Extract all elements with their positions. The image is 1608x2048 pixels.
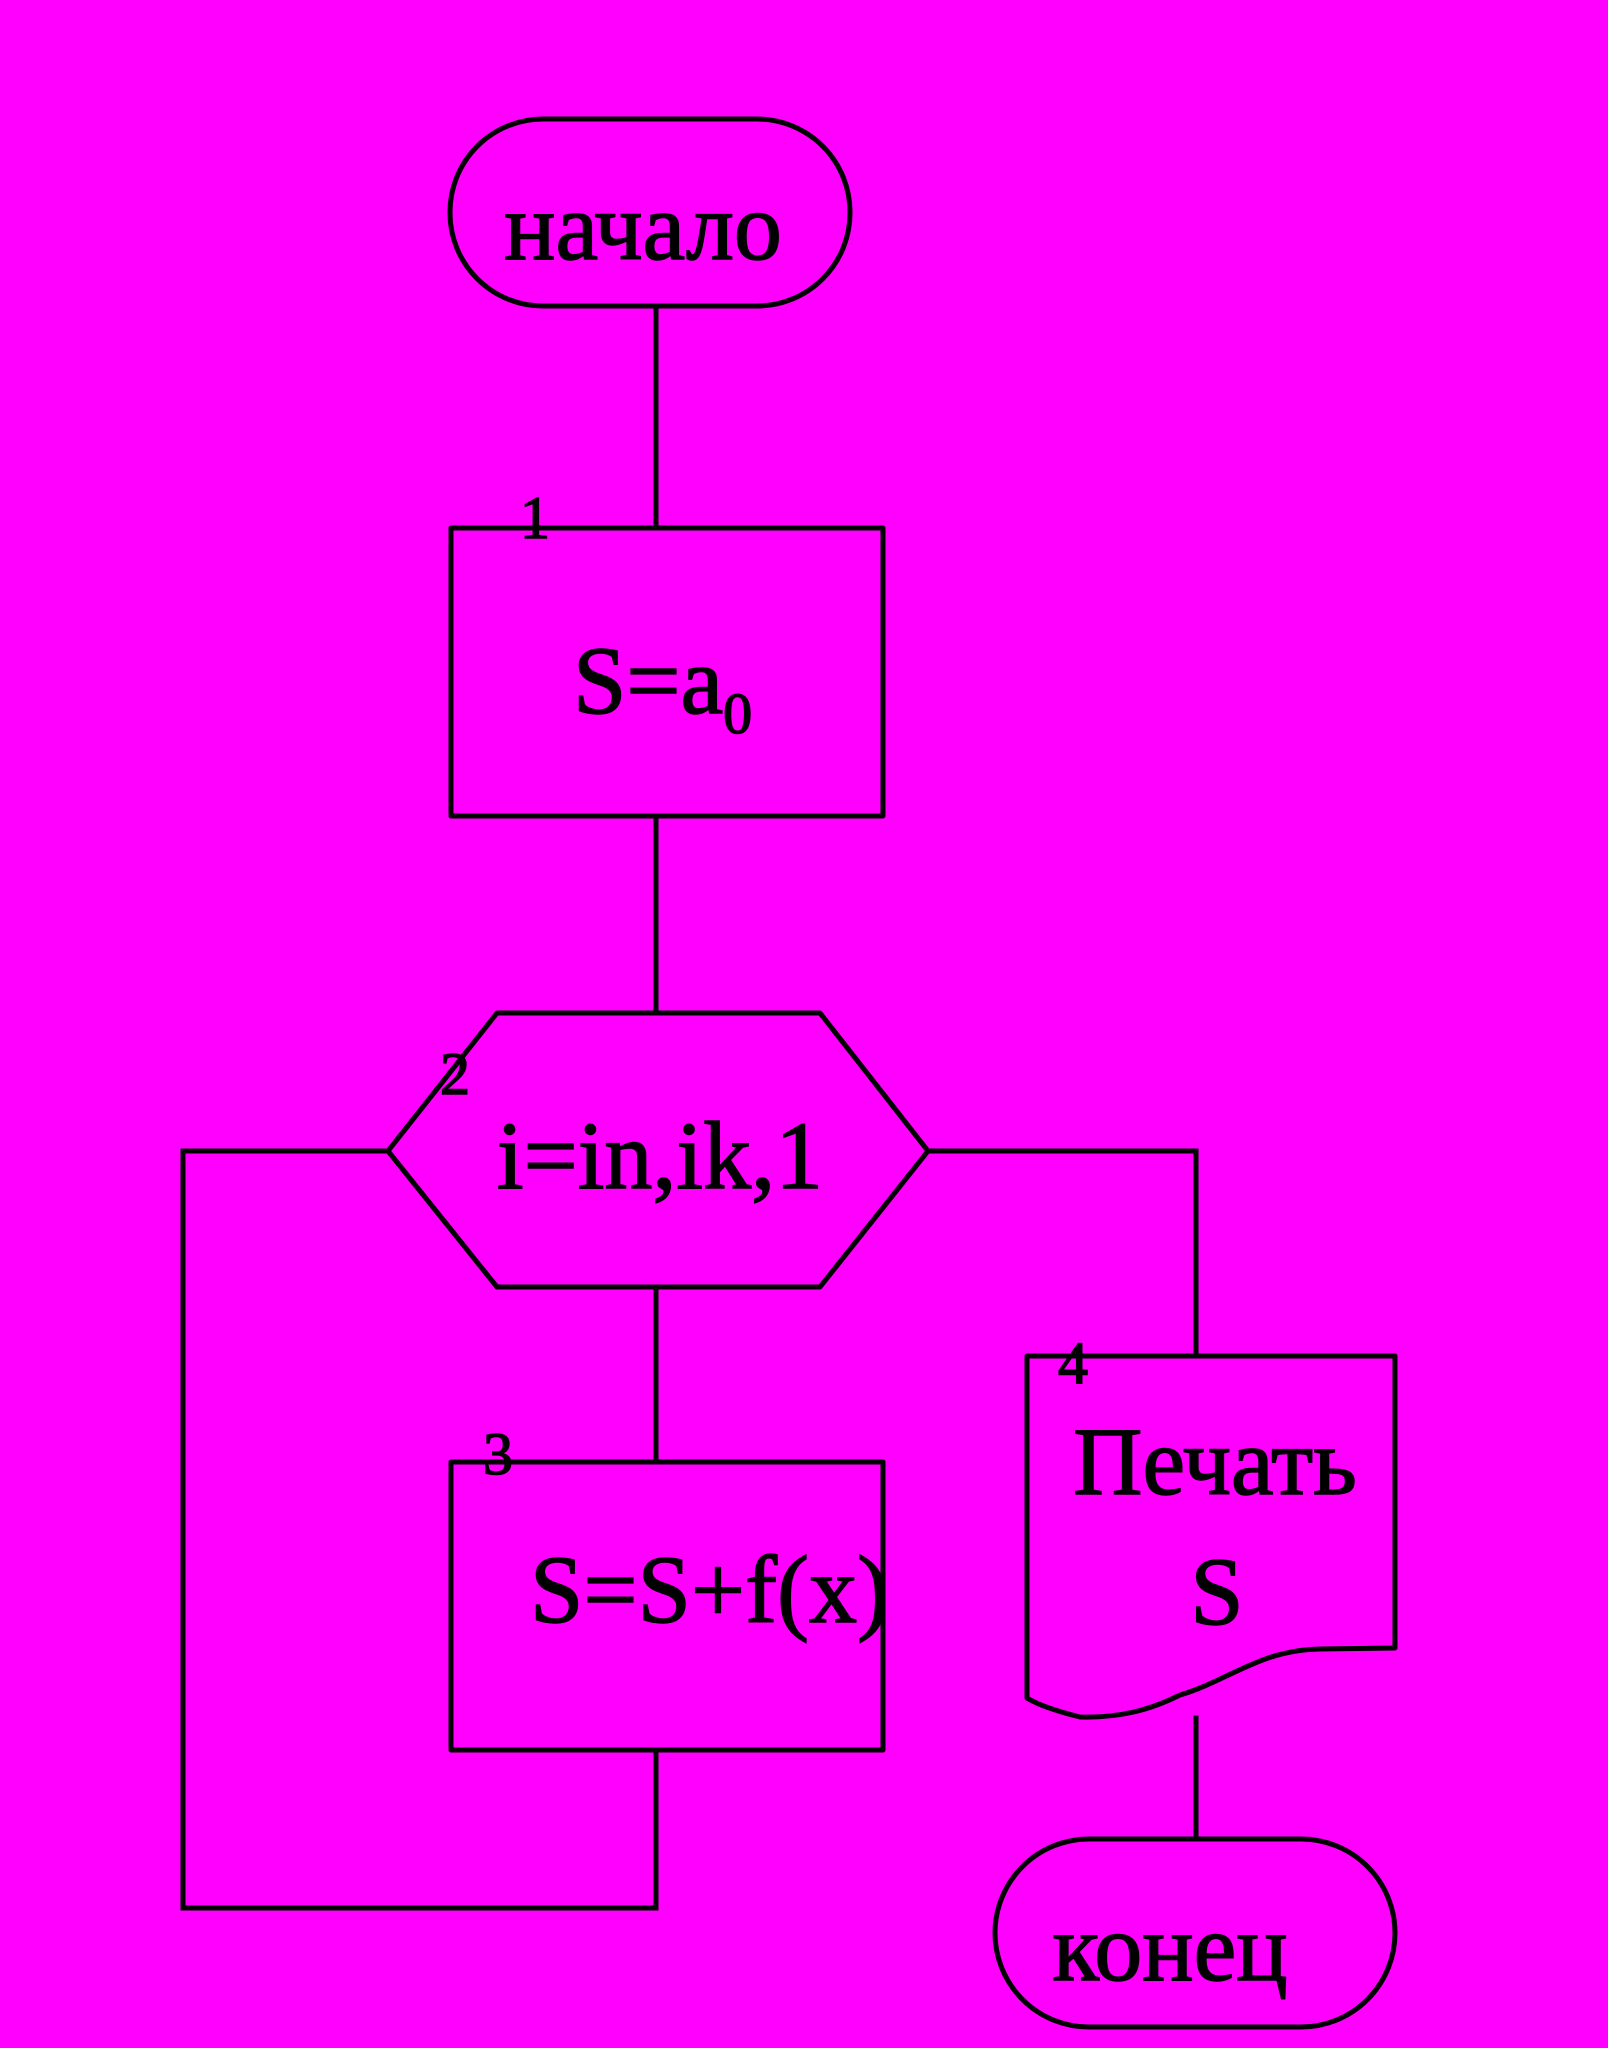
connector-body-return-to-loop (180, 1148, 659, 1911)
print-label-line2: S (1190, 1538, 1243, 1645)
print-label-line1: Печать (1073, 1408, 1357, 1515)
block-number-4: 4 (1058, 1330, 1088, 1396)
loop-block-2-shape (385, 1010, 931, 1290)
init-expression-main: S=a (573, 627, 723, 734)
block-number-2: 2 (440, 1041, 470, 1107)
connectors (180, 303, 1199, 1911)
output-block-4-shape (1024, 1353, 1398, 1720)
start-terminal: начало (447, 116, 853, 309)
start-label: начало (504, 173, 782, 280)
process-block-1-shape (448, 525, 886, 819)
process-block-3: 3 S=S+f(x) (448, 1420, 890, 1753)
end-label: конец (1052, 1894, 1287, 2001)
block-number-1: 1 (520, 485, 550, 551)
end-terminal-shape (992, 1836, 1398, 2030)
output-block-4: 4 Печать S (1024, 1329, 1398, 1720)
loop-parameters: i=in,ik,1 (497, 1102, 823, 1209)
process-block-3-shape (448, 1459, 886, 1753)
process-block-1: 1 S=a0 (448, 484, 886, 819)
body-expression: S=S+f(x) (530, 1536, 889, 1643)
end-terminal: конец (992, 1836, 1398, 2030)
start-terminal-shape (447, 116, 853, 309)
loop-block-2: 2 i=in,ik,1 (385, 1010, 931, 1290)
init-expression-subscript: 0 (723, 681, 752, 746)
block-number-3: 3 (483, 1421, 513, 1487)
init-expression: S=a0 (573, 627, 752, 746)
connector-loop-exit-to-print (925, 1148, 1199, 1359)
